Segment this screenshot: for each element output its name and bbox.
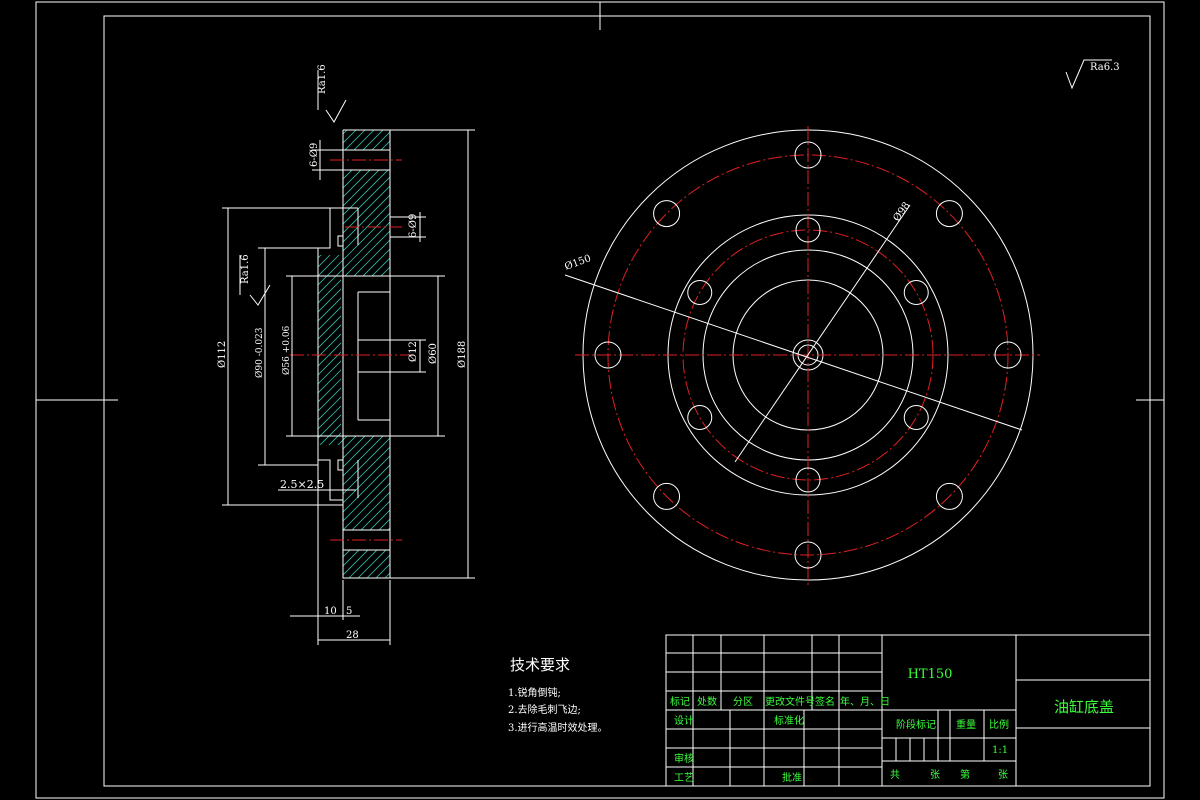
tb-label-count: 处数	[697, 695, 717, 708]
dim-hole-mid: 6-Ø9	[408, 214, 419, 238]
tb-label-zone: 分区	[733, 696, 753, 708]
bolt-hole	[903, 280, 929, 305]
tech-requirements: 技术要求 1.锐角倒钝; 2.去除毛刺飞边; 3.进行高温时效处理。	[508, 656, 608, 734]
bolt-hole	[903, 405, 929, 430]
tb-sheet-unit2: 张	[998, 769, 1008, 781]
tb-label-date: 年、月、日	[840, 695, 890, 708]
dim-d150: Ø150	[563, 253, 592, 273]
title-block: 标记 处数 分区 更改文件号 签名 年、月、日 设计 标准化 审核 工艺 批准 …	[665, 634, 1151, 787]
bolt-hole	[795, 217, 821, 243]
roughness-left-label: Ra1.6	[240, 254, 251, 284]
tb-sheet-total: 共	[890, 769, 900, 781]
bolt-hole	[935, 482, 963, 510]
bolt-hole	[795, 467, 821, 493]
tb-review: 审核	[674, 752, 694, 765]
bolt-hole	[653, 200, 681, 228]
tb-design: 设计	[674, 714, 694, 727]
tb-sheet-unit1: 张	[930, 769, 940, 781]
tb-label-change: 更改文件号	[765, 695, 815, 708]
bolt-hole	[594, 341, 622, 369]
tb-scale-value: 1:1	[992, 745, 1008, 756]
dim-w5: 5	[346, 606, 352, 617]
bolt-hole	[935, 200, 963, 228]
tb-label-sign: 签名	[815, 695, 835, 708]
roughness-global: Ra6.3	[1065, 59, 1120, 90]
tb-stage-mark: 阶段标记	[896, 718, 936, 731]
tb-weight: 重量	[956, 718, 976, 731]
front-view: Ø150 Ø98	[563, 126, 1040, 585]
tech-req-item-3: 3.进行高温时效处理。	[508, 721, 608, 734]
tb-sheet-no: 第	[960, 768, 970, 781]
tb-part-name: 油缸底盖	[1054, 698, 1114, 716]
roughness-top-label: Ra1.6	[317, 64, 328, 94]
dim-d98: Ø98	[891, 200, 912, 223]
dim-w10: 10	[324, 606, 337, 617]
dim-d12: Ø12	[408, 341, 419, 362]
inner-frame	[103, 15, 1151, 787]
tech-req-title: 技术要求	[510, 656, 570, 674]
bolt-hole	[687, 405, 713, 430]
dim-d60: Ø60	[428, 343, 439, 364]
bolt-hole	[794, 541, 822, 569]
section-view: Ra1.6 Ra1.6 6-Ø9 6-Ø9 Ø112 Ø90 -0.023 Ø5…	[217, 64, 475, 645]
tb-material: HT150	[908, 667, 953, 682]
dim-hole-top: 6-Ø9	[309, 143, 320, 167]
bolt-hole	[687, 280, 713, 305]
dim-d188: Ø188	[457, 341, 468, 368]
dim-d56: Ø56 +0.06	[281, 325, 292, 375]
inner-bolt-holes	[687, 217, 929, 493]
tb-standard: 标准化	[774, 714, 804, 727]
dim-w28: 28	[346, 630, 359, 641]
tech-req-item-1: 1.锐角倒钝;	[508, 686, 561, 699]
tech-req-item-2: 2.去除毛刺飞边;	[508, 703, 581, 716]
dim-groove: 2.5×2.5	[280, 478, 324, 491]
tb-approve: 批准	[782, 771, 802, 784]
tb-scale-label: 比例	[989, 718, 1009, 731]
roughness-global-label: Ra6.3	[1090, 62, 1120, 73]
tb-process: 工艺	[674, 772, 694, 784]
dim-d112: Ø112	[217, 341, 228, 368]
bolt-hole	[994, 341, 1022, 369]
tb-label-mark: 标记	[670, 696, 690, 708]
dim-d90: Ø90 -0.023	[254, 327, 265, 378]
bolt-hole	[794, 141, 822, 169]
outer-bolt-holes	[594, 141, 1022, 569]
bolt-hole	[653, 482, 681, 510]
outer-frame	[35, 1, 1165, 799]
